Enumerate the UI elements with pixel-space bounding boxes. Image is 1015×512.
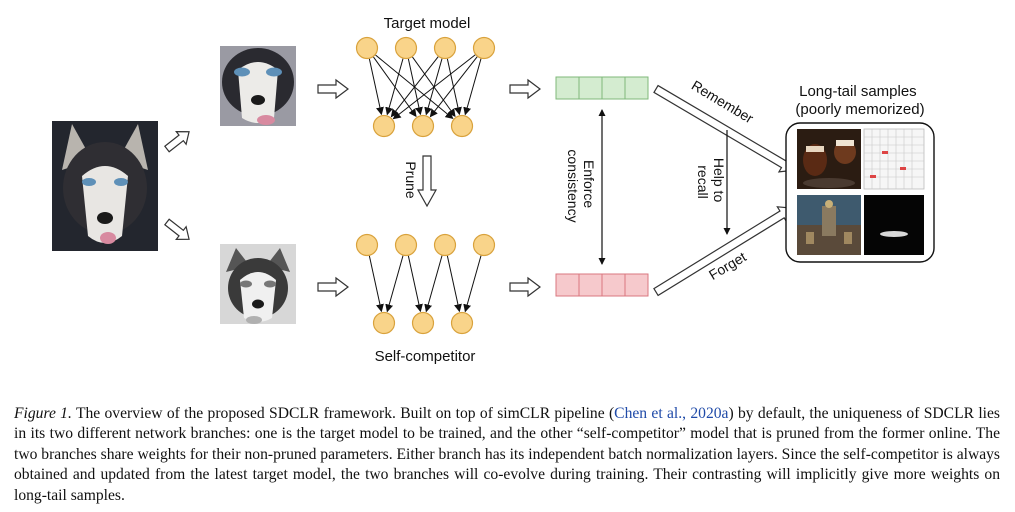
help-recall-line2: recall (695, 165, 711, 198)
network-edge (392, 54, 476, 120)
target-feature-cell (555, 76, 580, 100)
longtail-title: Long-tail samples (poorly memorized) (795, 83, 924, 118)
figure-caption: Figure 1. The overview of the proposed S… (14, 404, 1000, 507)
longtail-sample-grid-image (863, 128, 925, 190)
self-competitor-network (355, 233, 496, 335)
sdclr-overview-diagram: Target model Self-competitor Prune Enfor… (52, 15, 935, 365)
network-node (450, 311, 474, 335)
augmented-view-bottom-image (220, 244, 296, 324)
target-to-feature-arrow (509, 78, 541, 100)
network-node (472, 36, 496, 60)
network-edge (463, 255, 482, 313)
network-node (372, 114, 396, 138)
caption-text-after-cite: ) by default, the uniqueness of SDCLR li… (14, 404, 1000, 504)
network-node (372, 311, 396, 335)
network-node (433, 233, 457, 257)
network-edge (390, 56, 439, 118)
target-model-label: Target model (384, 15, 471, 32)
target-feature-cell (624, 76, 649, 100)
forget-arrow (653, 206, 794, 297)
enforce-label-line2: consistency (565, 149, 581, 222)
network-node (394, 233, 418, 257)
network-edge (385, 255, 404, 313)
longtail-title-line1: Long-tail samples (799, 83, 917, 100)
network-edge (385, 58, 404, 116)
network-edge (424, 255, 443, 313)
network-edge (407, 255, 423, 313)
competitor-feature-cell (624, 273, 649, 297)
network-node (355, 36, 379, 60)
caption-figure-label: Figure 1. (14, 404, 72, 422)
target-network (355, 36, 496, 138)
network-node (433, 36, 457, 60)
augmented-view-top-image (220, 46, 296, 126)
augment-arrows (164, 78, 541, 298)
image-to-competitor-arrow (317, 276, 349, 298)
network-node (411, 311, 435, 335)
network-edge (463, 58, 482, 116)
network-node (411, 114, 435, 138)
longtail-sample-dark-image (864, 195, 924, 255)
augment-arrow-top (164, 130, 190, 153)
input-husky-image (52, 121, 158, 251)
network-edge (368, 255, 384, 313)
target-feature-vector (555, 76, 649, 100)
target-feature-cell (578, 76, 603, 100)
competitor-to-feature-arrow (509, 276, 541, 298)
network-edge (446, 255, 462, 313)
prune-label: Prune (403, 161, 419, 199)
competitor-feature-cell (601, 273, 626, 297)
prune-arrow (416, 155, 438, 208)
help-recall-line1: Help to (711, 158, 727, 203)
caption-citation-link[interactable]: Chen et al., 2020a (614, 404, 729, 422)
network-edge (368, 58, 384, 116)
competitor-feature-cell (578, 273, 603, 297)
longtail-title-line2: (poorly memorized) (795, 101, 924, 118)
augment-arrow-bottom (164, 218, 190, 241)
caption-text-before-cite: The overview of the proposed SDCLR frame… (75, 404, 615, 422)
help-recall-label: Help to recall (695, 158, 727, 206)
image-to-target-arrow (317, 78, 349, 100)
longtail-sample-game-image (797, 195, 861, 255)
competitor-feature-vector (555, 273, 649, 297)
competitor-feature-cell (555, 273, 580, 297)
network-node (450, 114, 474, 138)
longtail-sample-coffee-image (797, 129, 861, 189)
enforce-label-line1: Enforce (581, 160, 597, 208)
target-feature-cell (601, 76, 626, 100)
network-edge (429, 56, 478, 118)
network-node (394, 36, 418, 60)
network-node (472, 233, 496, 257)
self-competitor-label: Self-competitor (375, 348, 476, 365)
enforce-label: Enforce consistency (565, 149, 597, 222)
network-node (355, 233, 379, 257)
